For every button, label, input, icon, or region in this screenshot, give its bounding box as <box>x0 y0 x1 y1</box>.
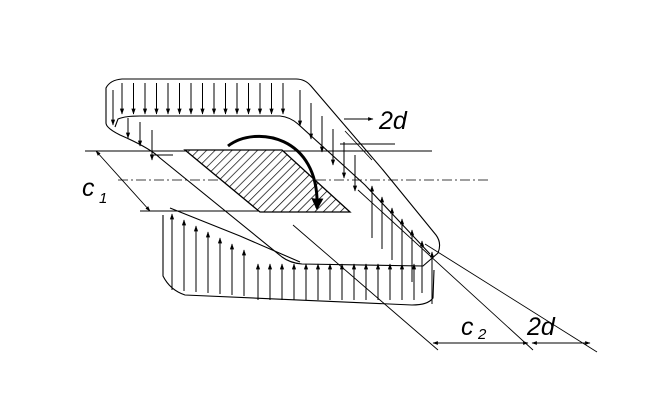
c2-subscript: 2 <box>477 326 487 343</box>
c1-letter: c <box>82 174 95 202</box>
upward-stress-arrows <box>169 185 435 304</box>
c2-letter: c <box>461 313 474 341</box>
moment-arrow <box>227 134 324 211</box>
stress-band-outline <box>105 78 441 306</box>
c1-subscript: 1 <box>99 190 107 207</box>
label-c1: c 1 <box>82 174 107 207</box>
construction-lines <box>85 117 598 353</box>
column-cross-section <box>183 149 352 213</box>
label-2d-bottom: 2d <box>526 313 556 341</box>
label-c2: c 2 <box>461 313 487 343</box>
label-2d-top: 2d <box>378 107 408 135</box>
